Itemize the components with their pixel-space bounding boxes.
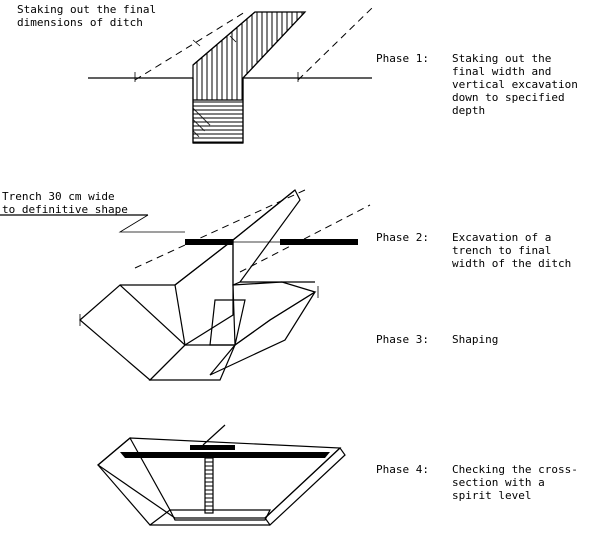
phase1-desc-line: depth	[452, 104, 485, 117]
phase4-desc-line: Checking the cross-	[452, 463, 578, 476]
phase1-drawing	[88, 7, 373, 144]
trench-annotation-line2: to definitive shape	[2, 203, 128, 216]
phase2-desc-line: width of the ditch	[452, 257, 571, 270]
phase4-desc-line: section with a	[452, 476, 545, 489]
phase3-desc-line: Shaping	[452, 333, 498, 346]
phase1-label: Phase 1:	[376, 52, 429, 65]
phase1-desc-line: vertical excavation	[452, 78, 578, 91]
phase1-desc-line: final width and	[452, 65, 551, 78]
staking-annotation-line1: Staking out the final	[17, 3, 156, 16]
phase1-desc-line: down to specified	[452, 91, 565, 104]
phase4-drawing	[97, 424, 346, 526]
trench-annotation-line1: Trench 30 cm wide	[2, 190, 115, 203]
phase2-desc-line: trench to final	[452, 244, 551, 257]
phase3-label: Phase 3:	[376, 333, 429, 346]
phase4-label: Phase 4:	[376, 463, 429, 476]
phase2-desc-line: Excavation of a	[452, 231, 551, 244]
phase1-desc-line: Staking out the	[452, 52, 551, 65]
phase2-label: Phase 2:	[376, 231, 429, 244]
phase4-desc-line: spirit level	[452, 489, 531, 502]
staking-annotation-line2: dimensions of ditch	[17, 16, 143, 29]
phase2-3-drawing	[0, 189, 371, 381]
